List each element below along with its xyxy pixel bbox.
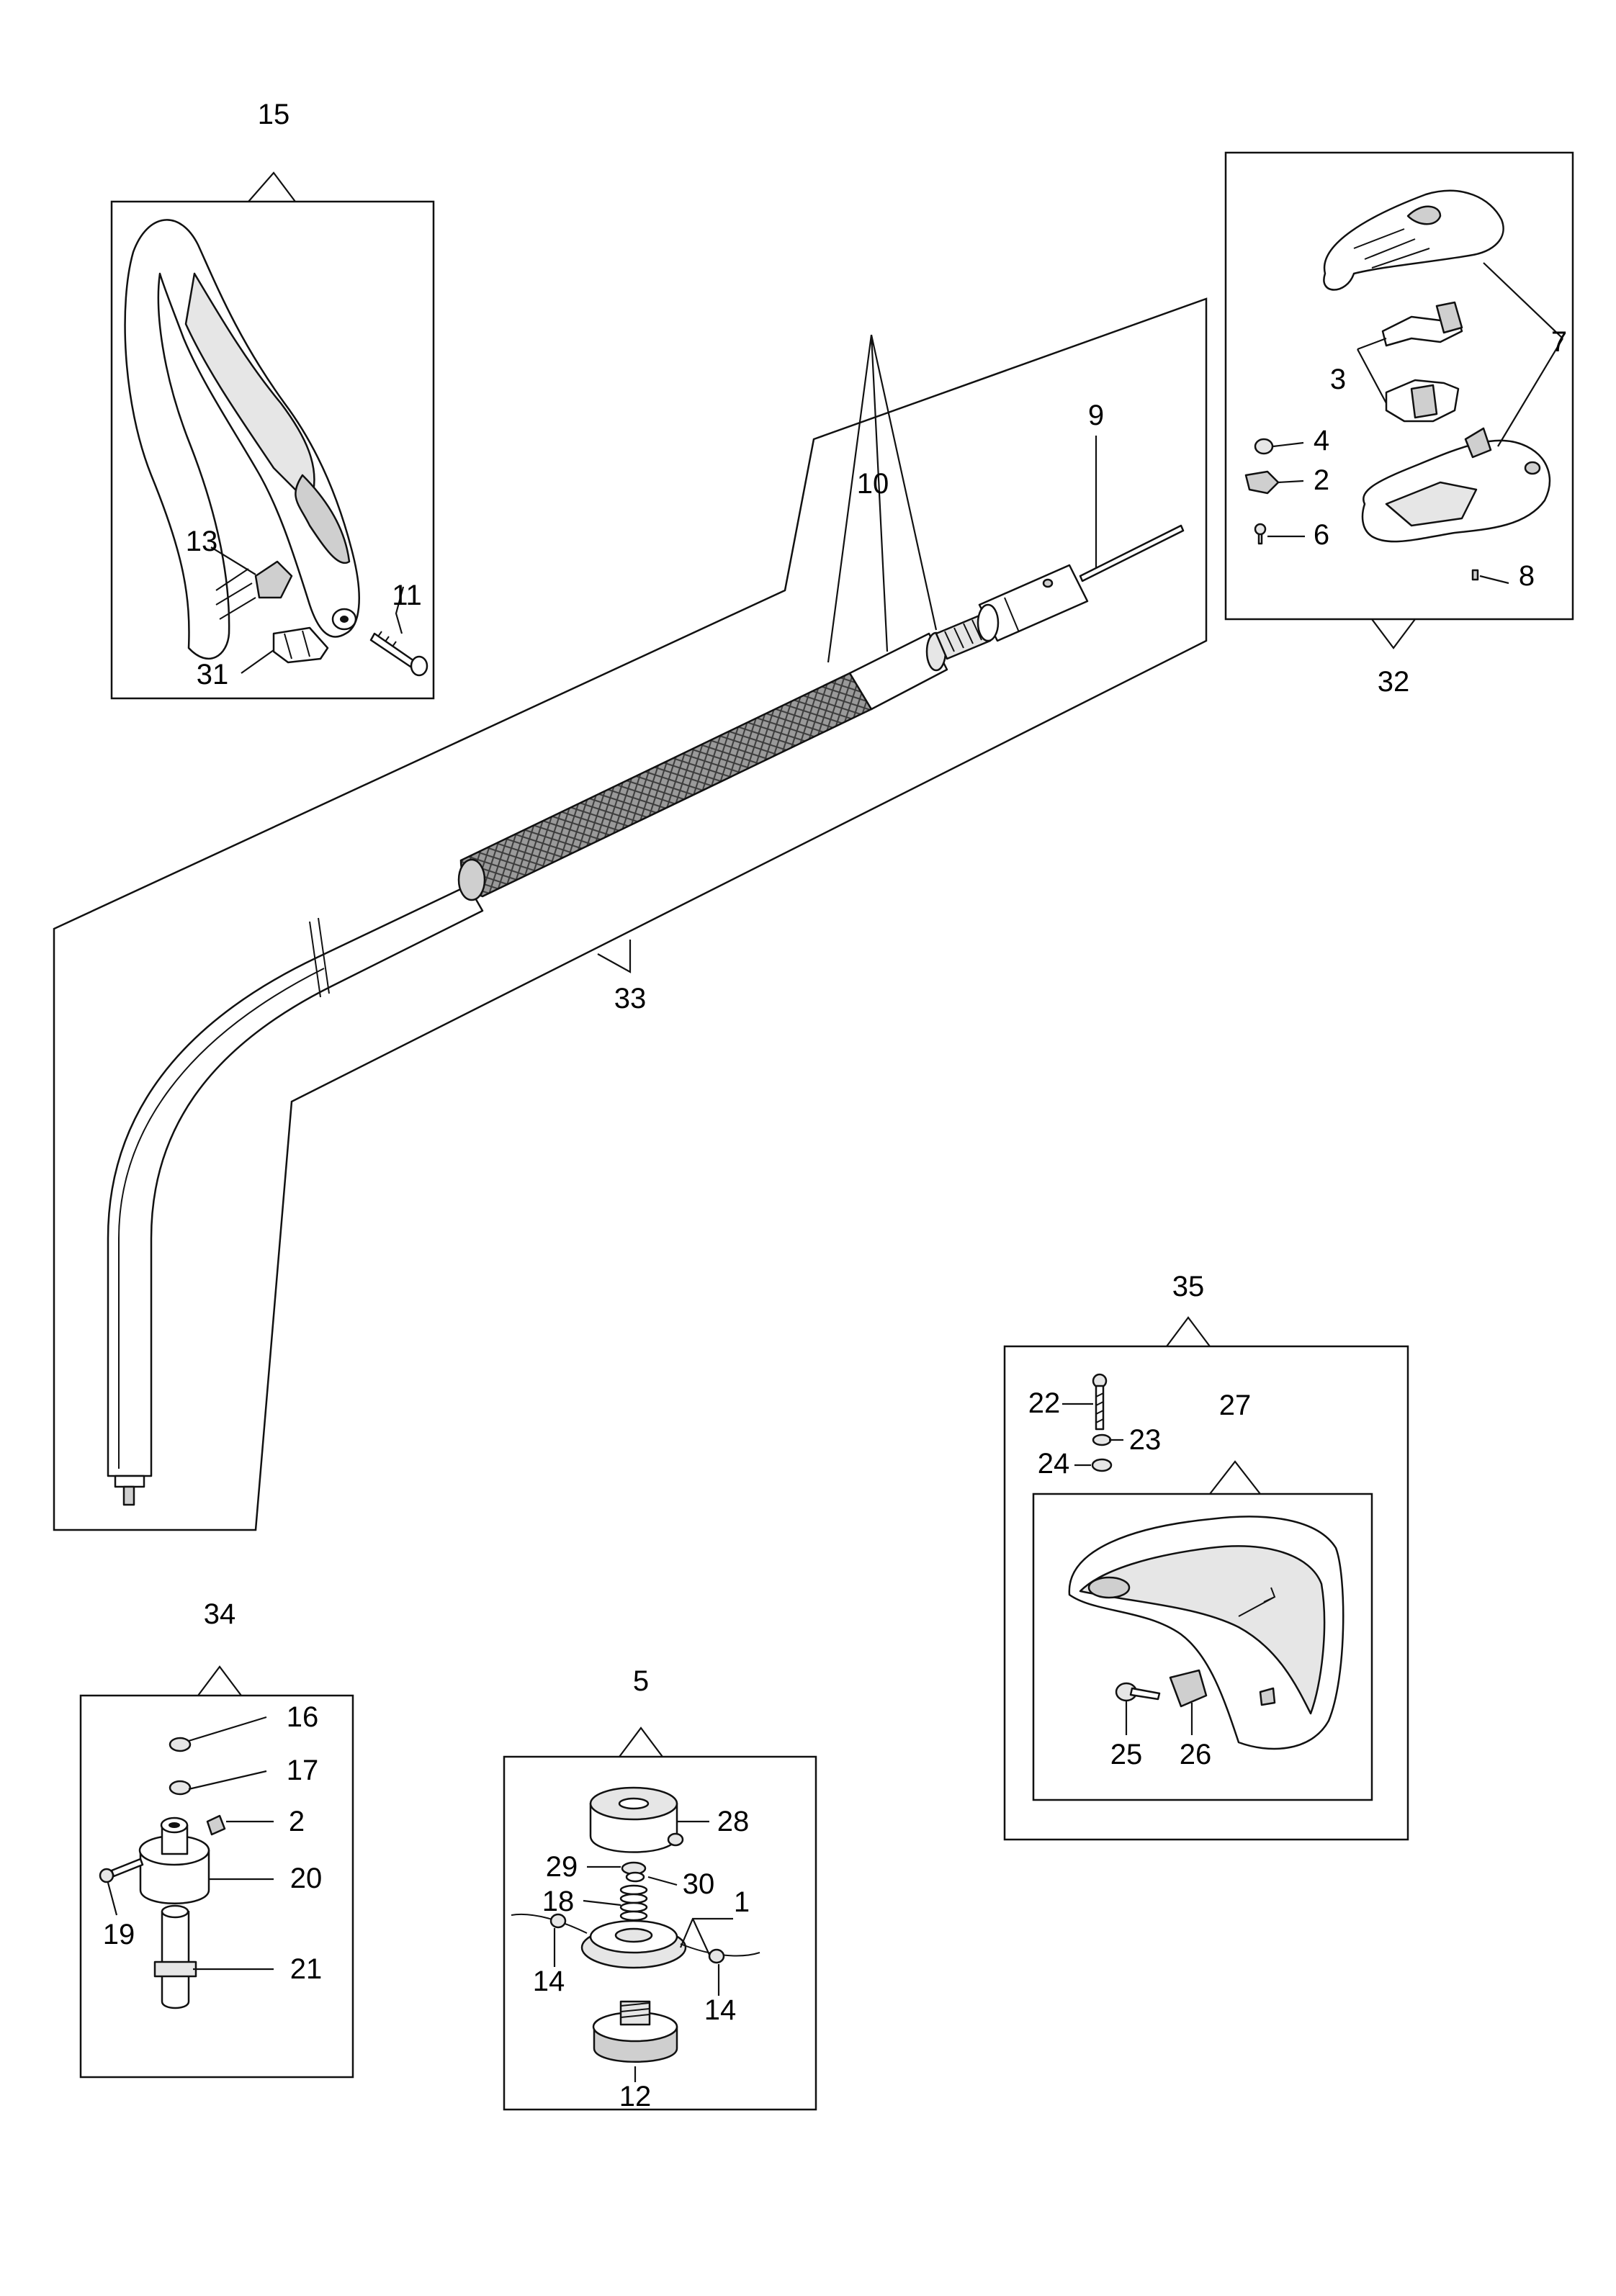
group-34-frame [79, 1694, 354, 2079]
callout-2a: 2 [1314, 464, 1329, 496]
callout-11: 11 [392, 580, 422, 611]
group-32-bracket [1371, 618, 1416, 649]
group-34-bracket [197, 1665, 242, 1696]
callout-12: 12 [619, 2081, 652, 2112]
part-31-clip [272, 626, 329, 664]
callout-22: 22 [1028, 1387, 1061, 1419]
callout-21: 21 [290, 1953, 323, 1985]
part-4-nut [1254, 438, 1274, 455]
part-2-clamp [1244, 470, 1280, 495]
part-8-screw [1471, 569, 1479, 581]
part-7-top-cover [1323, 189, 1504, 291]
part-20-adapter-body [138, 1816, 210, 1904]
group-35-frame [1003, 1345, 1409, 1841]
shaft-tube [107, 884, 484, 1506]
part-19-bolt [99, 1858, 144, 1883]
part-22-bolt [1092, 1373, 1108, 1431]
callout-25: 25 [1110, 1739, 1143, 1770]
callout-14b: 14 [704, 1994, 737, 2026]
part-9-coupling [977, 524, 1185, 642]
callout-8: 8 [1519, 560, 1535, 592]
part-12-base-nut [592, 2000, 678, 2063]
part-26-clip [1169, 1669, 1208, 1708]
group-27-bracket [1209, 1460, 1261, 1495]
loop-handle-part [124, 219, 360, 660]
callout-28: 28 [717, 1806, 750, 1837]
callout-7: 7 [1551, 326, 1567, 358]
callout-14a: 14 [533, 1966, 565, 1997]
shaft-grip [457, 672, 873, 901]
callout-32: 32 [1378, 666, 1410, 698]
callout-17: 17 [287, 1755, 319, 1786]
part-23-washer [1092, 1433, 1112, 1446]
part-25-screw [1115, 1682, 1161, 1702]
callout-2b: 2 [289, 1806, 305, 1837]
part-28-cap [589, 1786, 684, 1853]
callout-13: 13 [186, 526, 218, 557]
group-35-bracket [1166, 1316, 1211, 1347]
group-33-bracket [597, 940, 632, 973]
callout-3: 3 [1330, 364, 1346, 395]
part-14-eyelet-left [549, 1913, 567, 1929]
part-21-shaft-pin [153, 1904, 197, 2009]
callout-30: 30 [683, 1868, 715, 1900]
callout-6: 6 [1314, 519, 1329, 551]
part-30-washer [625, 1871, 645, 1883]
callout-24: 24 [1038, 1448, 1070, 1480]
callout-16: 16 [287, 1701, 319, 1733]
callout-4: 4 [1314, 425, 1329, 456]
part-16-ring [169, 1737, 192, 1752]
group-5-bracket [619, 1726, 663, 1757]
part-14-eyelet-right [708, 1948, 725, 1964]
group-34-shaft-adapter: 34 16 17 2 20 19 21 [79, 1598, 354, 2079]
part-11-bolt [369, 631, 428, 677]
callout-15: 15 [258, 99, 290, 130]
group-15-loop-handle: 15 13 11 31 [110, 99, 435, 700]
part-2-setscrew [206, 1814, 226, 1836]
callout-10: 10 [857, 468, 889, 500]
group-5-frame [503, 1755, 817, 2111]
callout-27: 27 [1219, 1390, 1252, 1421]
callout-34: 34 [204, 1598, 236, 1630]
callout-31: 31 [197, 659, 229, 690]
group-15-frame [110, 200, 435, 700]
shaft-sleeve-front [848, 614, 992, 711]
callout-20: 20 [290, 1863, 323, 1894]
group-27-frame [1032, 1493, 1373, 1801]
part-3-throttle-trigger [1381, 301, 1463, 423]
group-32-handle-housing: 32 7 3 4 2 6 8 [1224, 151, 1574, 698]
group-33-drive-shaft: 33 10 9 [53, 297, 1208, 1531]
callout-26: 26 [1180, 1739, 1212, 1770]
part-6-lower-housing [1361, 427, 1551, 543]
part-24-nut [1091, 1458, 1113, 1472]
callout-35: 35 [1172, 1271, 1205, 1302]
group-32-frame [1224, 151, 1574, 621]
group-5-trimmer-head: 5 [503, 1665, 817, 2112]
part-27-guard [1068, 1516, 1345, 1750]
callout-23: 23 [1129, 1424, 1162, 1456]
callout-29: 29 [546, 1851, 578, 1883]
callout-19: 19 [103, 1919, 135, 1950]
part-13-knob [254, 560, 293, 599]
callout-18: 18 [542, 1886, 575, 1917]
group-33-frame [53, 297, 1208, 1531]
group-35-cutting-guard: 35 27 22 23 24 25 26 [1003, 1271, 1409, 1841]
callout-9: 9 [1088, 400, 1104, 431]
part-17-washer [169, 1780, 192, 1796]
part-18-spring [619, 1884, 648, 1922]
part-1-spool [511, 1913, 760, 1969]
callout-1: 1 [734, 1886, 750, 1918]
group-15-bracket [248, 171, 296, 202]
callout-5: 5 [633, 1665, 649, 1697]
callout-33: 33 [614, 983, 647, 1014]
